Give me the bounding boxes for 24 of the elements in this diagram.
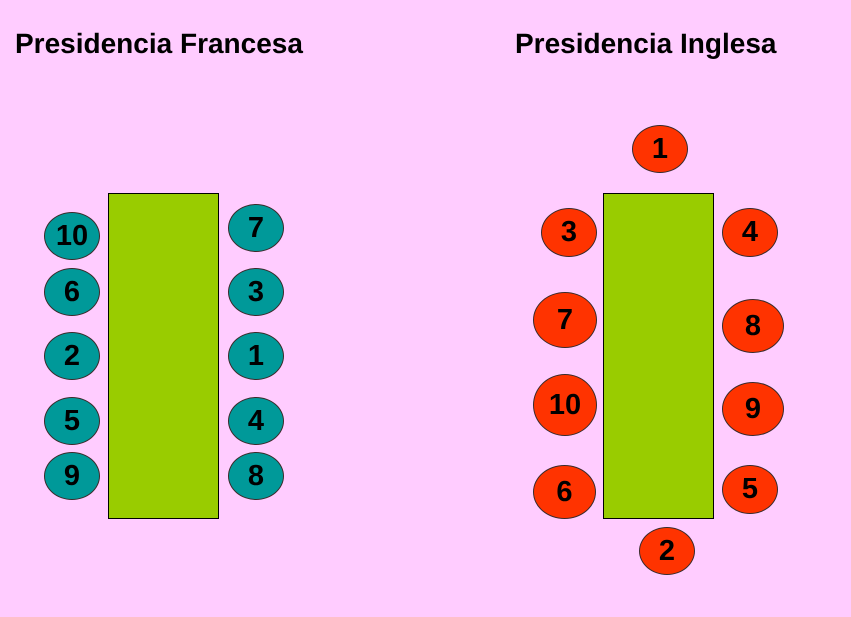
- seat-circle: 6: [44, 268, 100, 316]
- seat-circle: 9: [44, 452, 100, 500]
- seat-circle: 6: [533, 465, 596, 519]
- seat-circle: 2: [639, 527, 695, 575]
- seat-circle: 5: [722, 465, 778, 514]
- heading: Presidencia Francesa: [15, 30, 303, 58]
- seat-circle: 5: [44, 397, 100, 445]
- heading: Presidencia Inglesa: [515, 30, 776, 58]
- seat-circle: 4: [228, 397, 284, 445]
- seat-circle: 3: [541, 208, 597, 257]
- seat-circle: 3: [228, 268, 284, 316]
- conference-table: [108, 193, 219, 519]
- seat-circle: 2: [44, 332, 100, 380]
- conference-table: [603, 193, 714, 519]
- seat-circle: 8: [228, 452, 284, 500]
- seat-circle: 1: [228, 332, 284, 380]
- seat-circle: 10: [44, 212, 100, 260]
- seat-circle: 7: [533, 292, 597, 348]
- seat-circle: 7: [228, 204, 284, 252]
- seat-circle: 4: [722, 208, 778, 257]
- seat-circle: 9: [722, 382, 784, 436]
- seat-circle: 10: [533, 374, 597, 436]
- seat-circle: 8: [722, 299, 784, 353]
- seat-circle: 1: [632, 125, 688, 173]
